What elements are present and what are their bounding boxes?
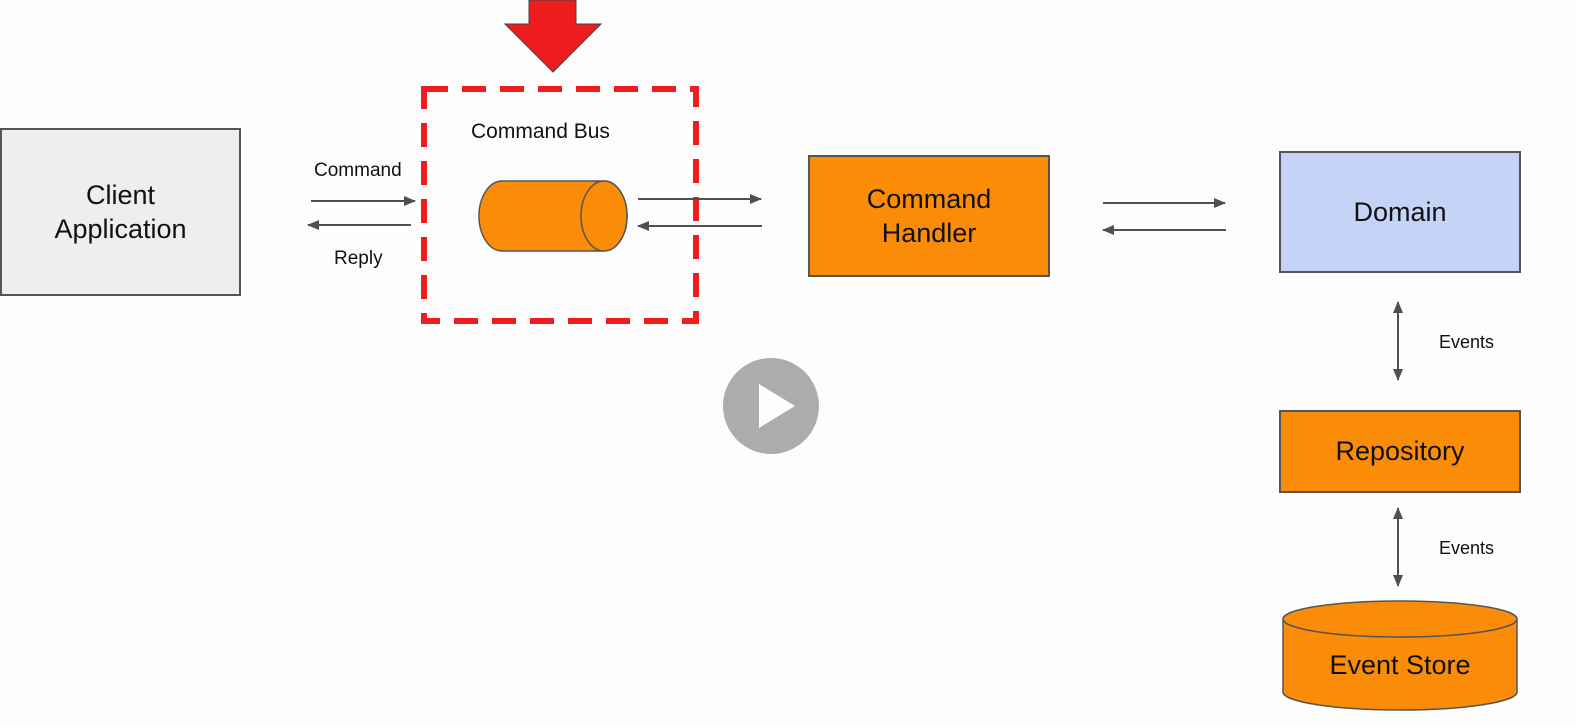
- command-bus-cylinder-icon: [478, 180, 628, 252]
- client-label-line2: Application: [54, 214, 187, 244]
- domain-box: Domain: [1279, 151, 1521, 273]
- command-label: Command: [314, 160, 402, 181]
- domain-label: Domain: [1353, 196, 1447, 227]
- command-bus-highlight-frame: [421, 86, 699, 324]
- event-store-cylinder-icon: [1282, 600, 1518, 711]
- play-icon: [759, 384, 795, 428]
- command-handler-box: Command Handler: [808, 155, 1050, 277]
- repository-label: Repository: [1335, 436, 1465, 466]
- video-play-button[interactable]: [723, 358, 819, 454]
- highlight-arrow-icon: [503, 0, 603, 73]
- reply-label: Reply: [334, 248, 383, 269]
- command-handler-line1: Command: [866, 184, 992, 214]
- events-label-domain-repository: Events: [1439, 332, 1495, 352]
- events-label-repository-store: Events: [1439, 538, 1495, 558]
- repository-box: Repository: [1279, 410, 1521, 493]
- event-store-label: Event Store: [1329, 650, 1471, 680]
- client-label-line1: Client: [85, 180, 156, 210]
- command-handler-line2: Handler: [881, 218, 977, 248]
- client-application-box: Client Application: [0, 128, 241, 296]
- command-bus-label: Command Bus: [471, 120, 610, 143]
